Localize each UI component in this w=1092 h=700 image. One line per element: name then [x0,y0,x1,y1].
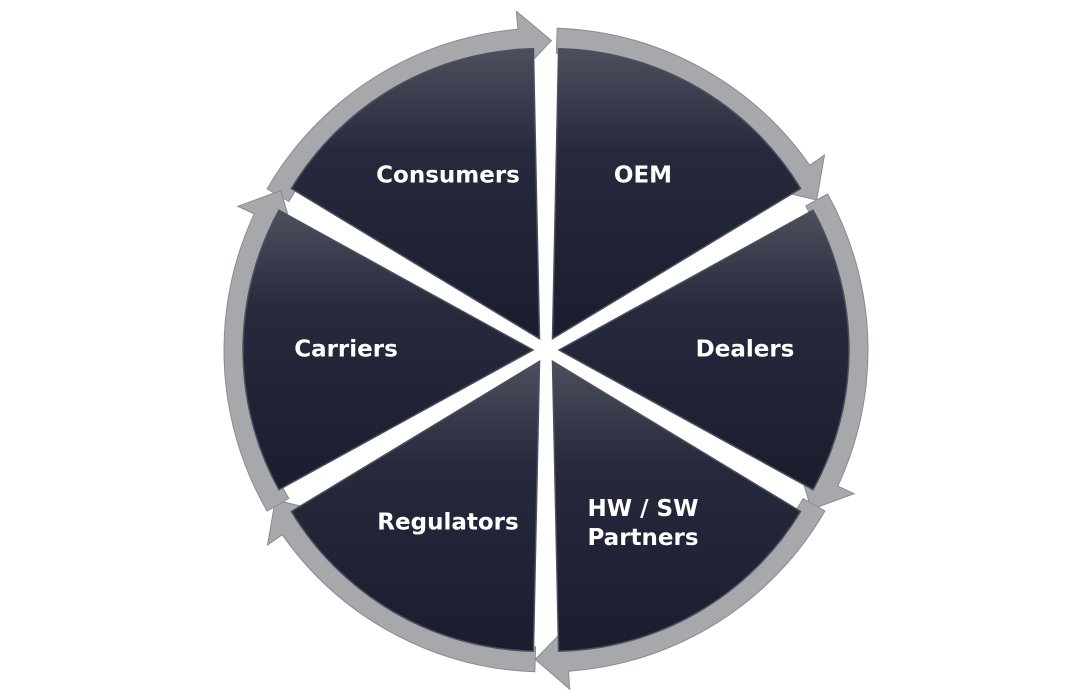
segment-consumers [290,48,541,341]
label-regulators: Regulators [377,510,518,536]
label-carriers: Carriers [294,337,398,363]
segment-oem [551,48,802,341]
label-consumers: Consumers [376,163,520,189]
segment-carriers [242,209,535,491]
segment-dealers [557,209,850,491]
segment-hw-sw-partners [551,359,802,652]
segments [242,48,850,652]
label-oem: OEM [614,163,672,189]
segment-regulators [290,359,541,652]
label-dealers: Dealers [696,337,795,363]
